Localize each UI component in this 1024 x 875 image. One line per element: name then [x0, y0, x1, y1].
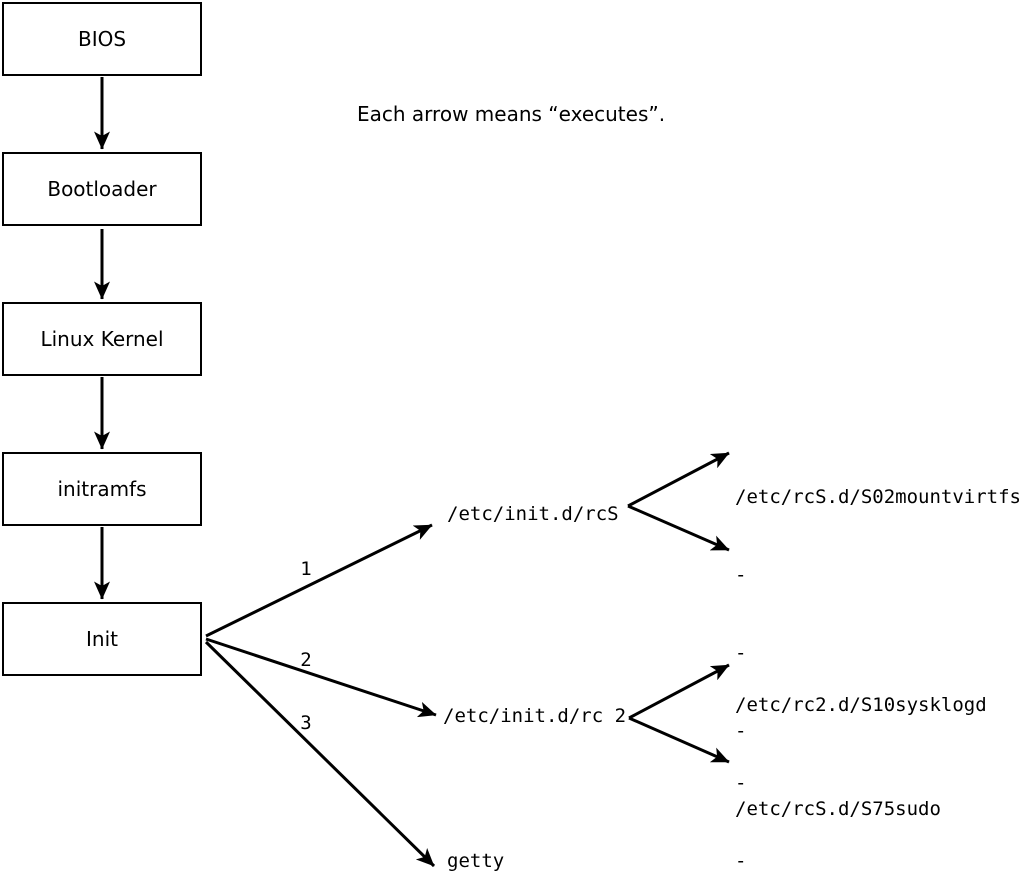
box-linux-kernel-label: Linux Kernel: [40, 327, 164, 351]
script-line: -: [735, 564, 747, 586]
script-line: /etc/rcS.d/S02mountvirtfs: [735, 486, 1021, 508]
branch-3-target: getty: [447, 850, 505, 872]
rc2-fork-arrows: [628, 663, 730, 764]
box-bootloader: Bootloader: [2, 152, 202, 226]
box-bios-label: BIOS: [77, 27, 127, 51]
script-line: -: [735, 772, 747, 794]
init-fanout-arrows: [204, 523, 437, 868]
script-line: -: [735, 720, 747, 742]
branch-1-target: /etc/init.d/rcS: [447, 503, 619, 525]
box-linux-kernel: Linux Kernel: [2, 302, 202, 376]
arrow-rc2-S99gdm: [628, 716, 730, 764]
script-line: -: [735, 642, 747, 664]
arrow-init-rc2: [205, 637, 437, 718]
branch-1-number: 1: [300, 558, 312, 580]
box-init-label: Init: [86, 627, 118, 651]
box-initramfs-label: initramfs: [57, 477, 147, 501]
branch-2-target: /etc/init.d/rc 2: [443, 705, 627, 727]
script-line: -: [735, 850, 747, 872]
box-initramfs: initramfs: [2, 452, 202, 526]
branch-3-number: 3: [300, 712, 312, 734]
box-init: Init: [2, 602, 202, 676]
branch-2-number: 2: [300, 649, 312, 671]
arrow-rc2-S10sysklogd: [628, 663, 730, 720]
script-line: /etc/rc2.d/S10sysklogd: [735, 694, 987, 716]
box-bios: BIOS: [2, 2, 202, 76]
box-bootloader-label: Bootloader: [47, 177, 157, 201]
arrow-rcS-S02mountvirtfs: [627, 451, 730, 508]
arrow-init-rcS: [205, 523, 433, 638]
legend-note: Each arrow means “executes”.: [357, 102, 666, 126]
arrow-rcS-S75sudo: [627, 504, 730, 552]
branch-2-scripts: /etc/rc2.d/S10sysklogd - - - /etc/rc2.d/…: [735, 640, 987, 875]
script-line: /etc/rcS.d/S75sudo: [735, 798, 941, 820]
branch-1-scripts: /etc/rcS.d/S02mountvirtfs - - - /etc/rcS…: [735, 432, 1021, 874]
arrow-init-getty: [204, 640, 436, 868]
rcS-fork-arrows: [627, 451, 730, 552]
